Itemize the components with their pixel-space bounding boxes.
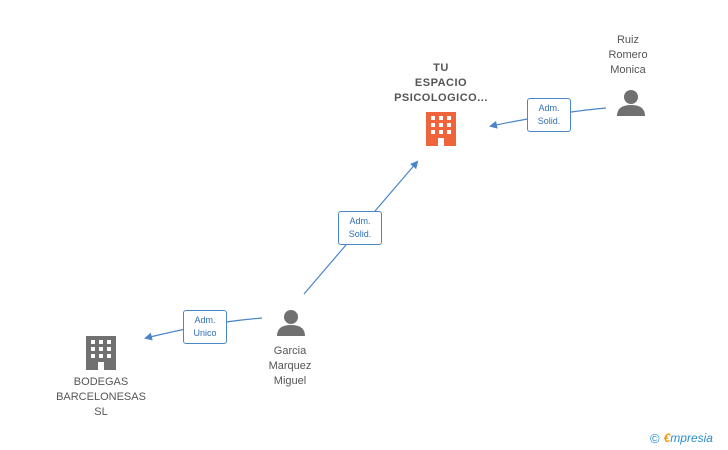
person-name-garcia[interactable]: Garcia Marquez Miguel bbox=[268, 345, 312, 387]
copyright-icon: © bbox=[650, 430, 660, 446]
role-badge-ruiz[interactable]: Adm. Solid. bbox=[527, 98, 571, 132]
person-name-ruiz[interactable]: Ruiz Romero Monica bbox=[608, 34, 648, 76]
role-badge-garcia-main[interactable]: Adm. Solid. bbox=[338, 211, 382, 245]
company-name-main[interactable]: TU ESPACIO PSICOLOGICO... bbox=[394, 62, 488, 104]
role-badge-garcia-bodegas[interactable]: Adm. Unico bbox=[183, 310, 227, 344]
company-name-bodegas[interactable]: BODEGAS BARCELONESAS SL bbox=[56, 376, 146, 418]
building-icon[interactable] bbox=[86, 336, 116, 370]
brand-name: €mpresia bbox=[663, 431, 713, 445]
person-icon[interactable] bbox=[277, 310, 305, 336]
brand-logo: © €mpresia bbox=[650, 429, 713, 447]
person-icon[interactable] bbox=[617, 90, 645, 116]
building-icon[interactable] bbox=[426, 112, 456, 146]
